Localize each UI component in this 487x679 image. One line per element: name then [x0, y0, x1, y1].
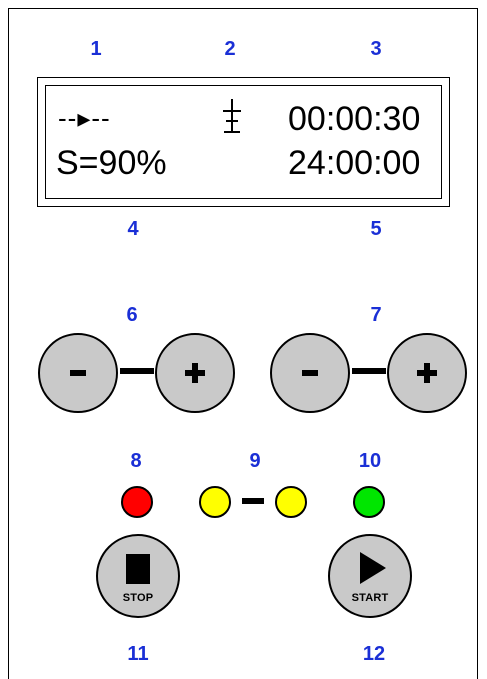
speed-readout: S=90%	[56, 144, 167, 182]
label-8: 8	[130, 450, 142, 472]
label-3: 3	[370, 38, 382, 60]
stop-square-icon	[126, 554, 150, 584]
play-triangle-icon	[360, 552, 386, 584]
label-10: 10	[358, 450, 382, 472]
label-9: 9	[249, 450, 261, 472]
lcd-display	[45, 85, 442, 199]
right-minus-button[interactable]	[270, 333, 350, 413]
label-11: 11	[127, 643, 149, 665]
dagger-symbol-icon	[223, 99, 241, 133]
plus-icon	[417, 363, 437, 383]
label-4: 4	[127, 218, 139, 240]
label-1: 1	[90, 38, 102, 60]
minus-icon	[302, 370, 318, 376]
flow-indicator: --▸--	[58, 103, 111, 133]
label-12: 12	[362, 643, 386, 665]
stop-button[interactable]: STOP	[96, 534, 180, 618]
stop-label: STOP	[122, 592, 154, 604]
right-pair-connector	[352, 368, 386, 374]
right-plus-button[interactable]	[387, 333, 467, 413]
label-6: 6	[126, 304, 138, 326]
start-label: START	[351, 592, 389, 604]
led-pair-connector	[242, 498, 264, 504]
display-outer-frame	[37, 77, 450, 207]
label-5: 5	[370, 218, 382, 240]
green-led	[353, 486, 385, 518]
timer-bottom: 24:00:00	[288, 144, 421, 182]
start-button[interactable]: START	[328, 534, 412, 618]
left-plus-button[interactable]	[155, 333, 235, 413]
left-minus-button[interactable]	[38, 333, 118, 413]
plus-icon	[185, 363, 205, 383]
minus-icon	[70, 370, 86, 376]
red-led	[121, 486, 153, 518]
yellow-led-right	[275, 486, 307, 518]
label-7: 7	[370, 304, 382, 326]
left-pair-connector	[120, 368, 154, 374]
timer-top: 00:00:30	[288, 100, 421, 138]
yellow-led-left	[199, 486, 231, 518]
label-2: 2	[224, 38, 236, 60]
